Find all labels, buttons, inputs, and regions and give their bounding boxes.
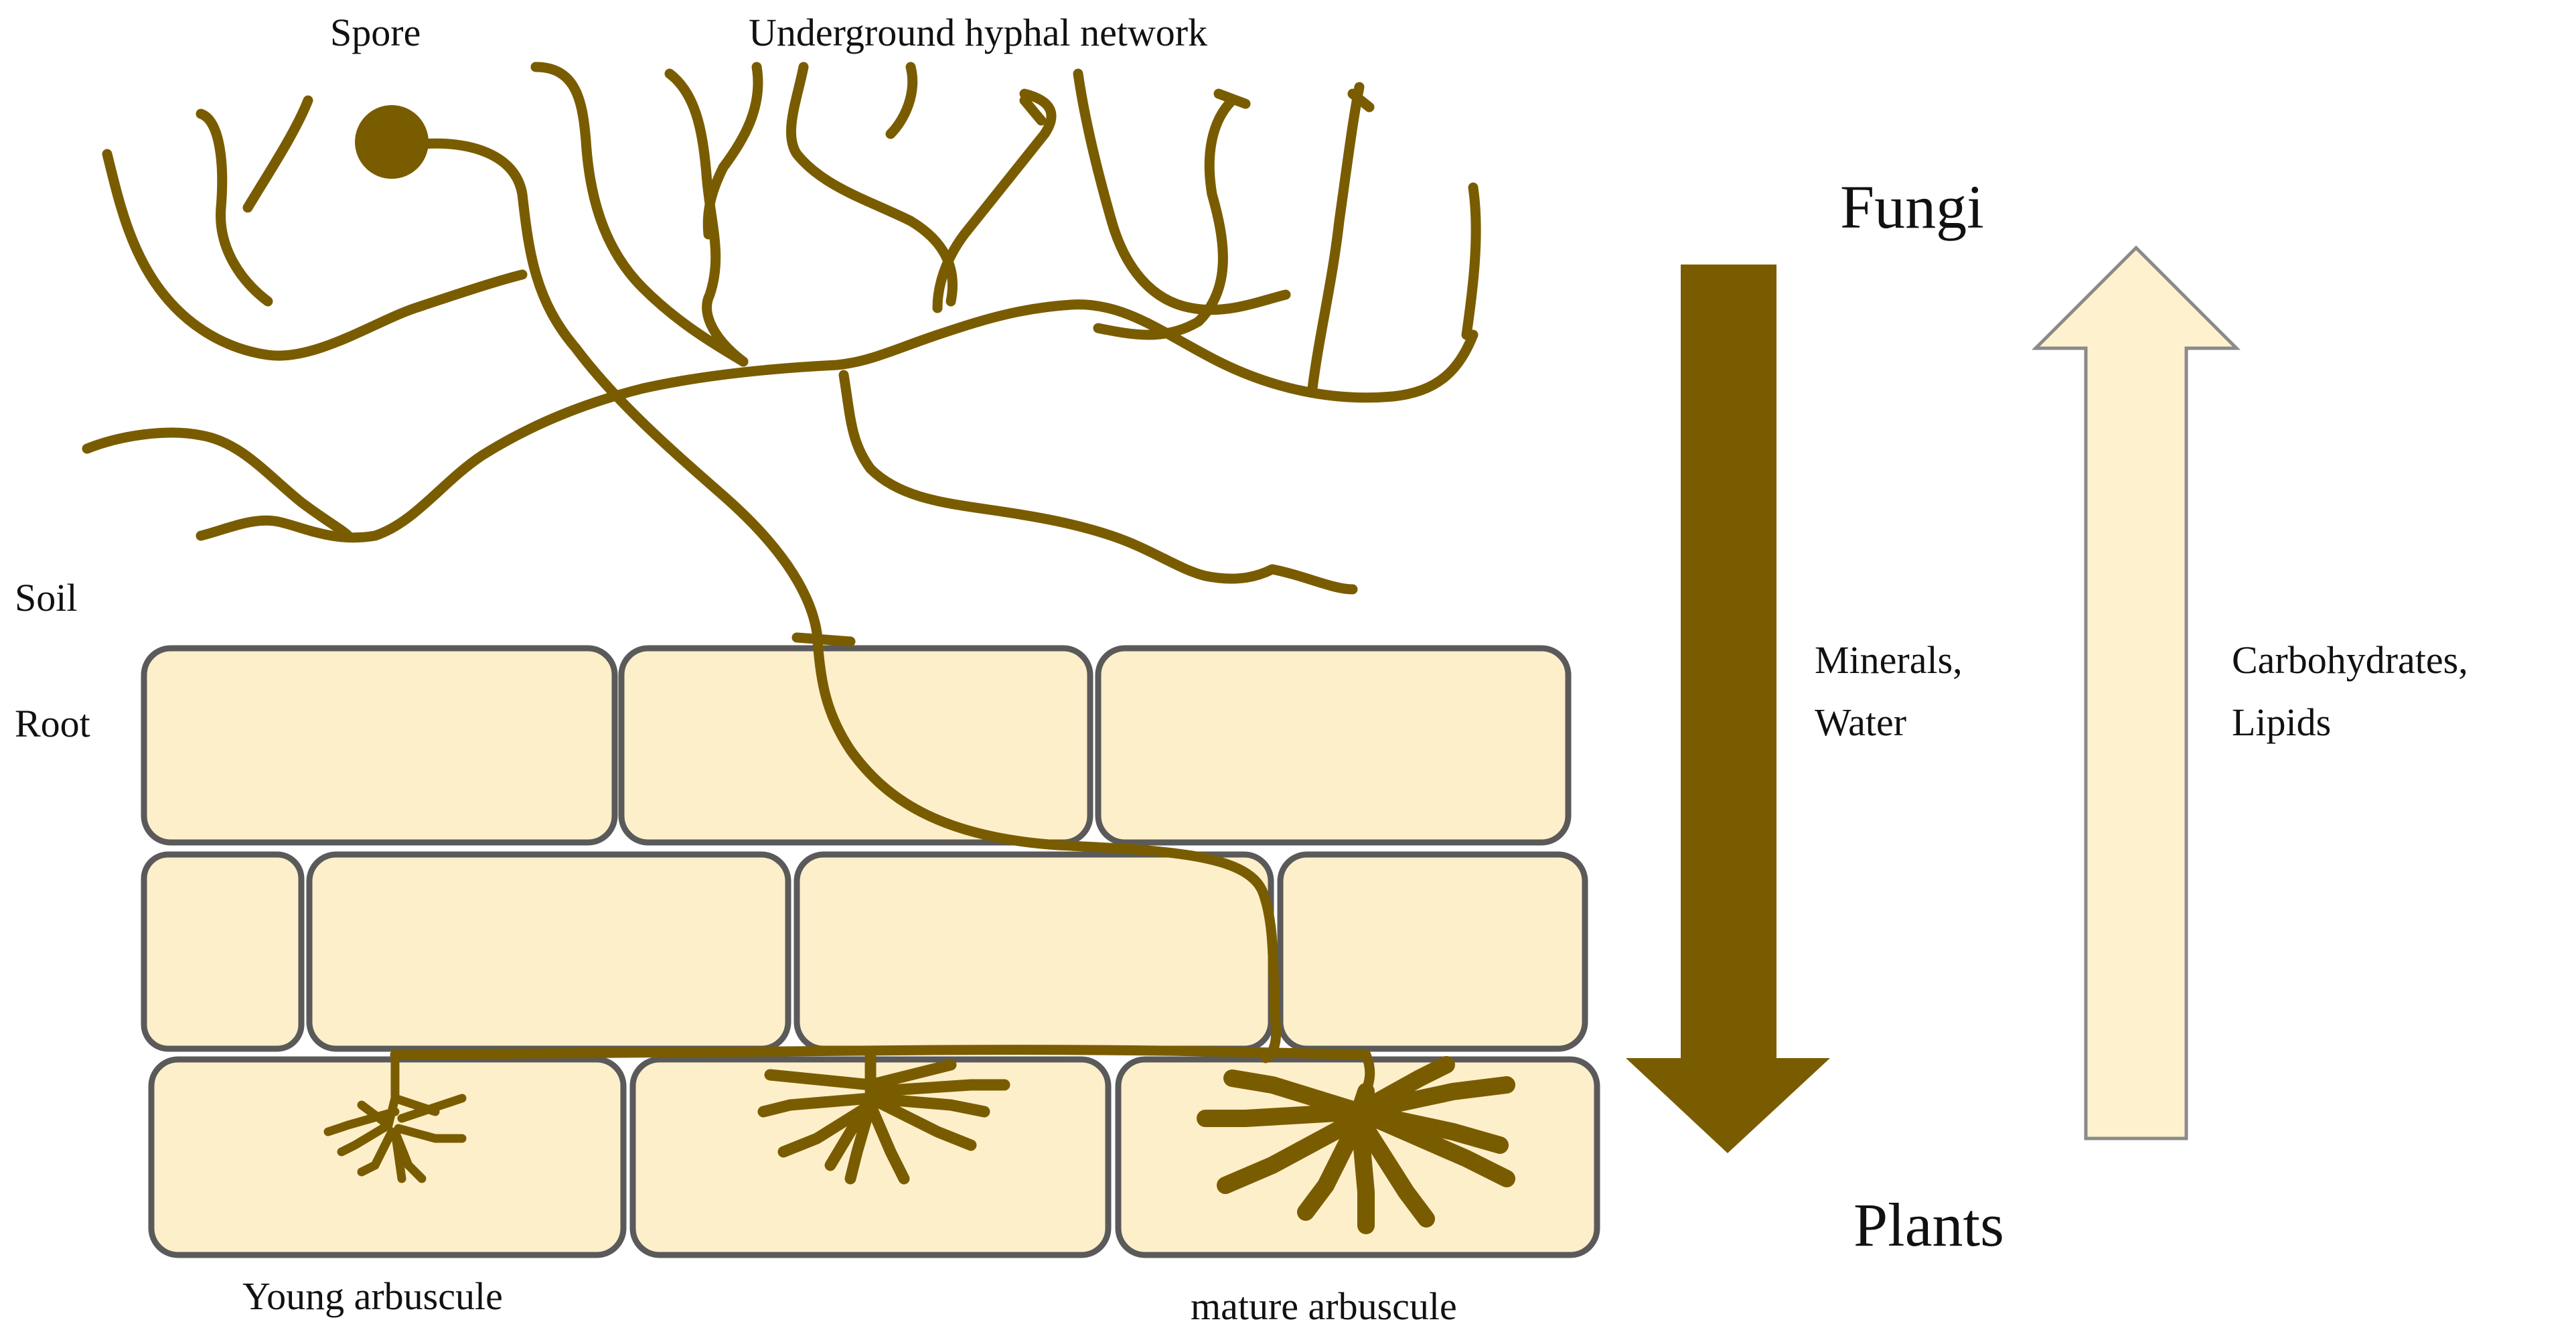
root-cell [1277,851,1588,1052]
down-arrow [1626,265,1830,1153]
label-young-arbuscule: Young arbuscule [242,1274,503,1318]
root-cell [141,645,618,846]
hyphal-network [82,62,1481,1097]
arbuscule-mature [1197,1056,1515,1234]
label-water: Water [1815,700,1906,744]
label-plants: Plants [1853,1191,2004,1259]
root-cell [141,851,305,1052]
arbuscule-medium [757,1049,1010,1185]
arbuscule-young [323,1050,467,1183]
label-mature-arbuscule: mature arbuscule [1191,1284,1457,1328]
label-fungi: Fungi [1840,173,1984,241]
label-soil: Soil [15,576,78,619]
label-spore: Spore [330,11,421,54]
label-lipids: Lipids [2232,700,2331,744]
root-cells [141,645,1600,1258]
label-carbohydrates: Carbohydrates, [2232,638,2468,682]
label-minerals: Minerals, [1815,638,1963,682]
root-cell [1095,645,1572,846]
root-cell [148,1056,627,1258]
spore [355,105,429,179]
up-arrow [2031,245,2241,1140]
label-root: Root [15,702,90,745]
label-network: Underground hyphal network [749,11,1207,54]
root-cell [306,851,791,1052]
root-cell [618,645,1093,846]
root-cell [793,851,1274,1052]
